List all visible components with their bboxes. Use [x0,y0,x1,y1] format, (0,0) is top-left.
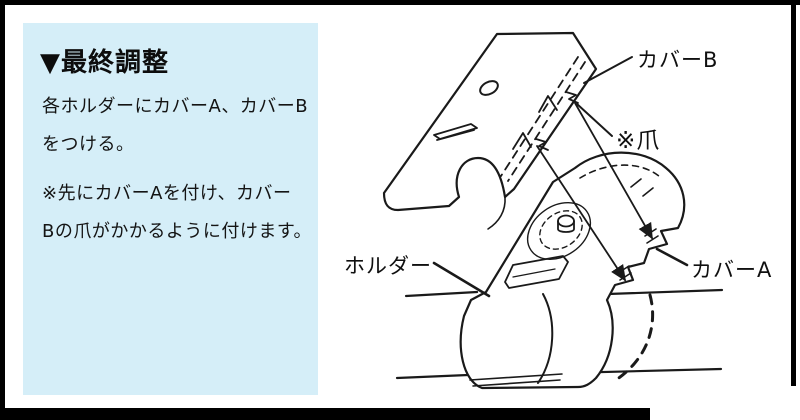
note-line-1: ※先にカバーAを付け、カバー [42,183,292,204]
page-border-bottom [0,408,650,420]
attachment-arrows [536,102,653,282]
final-adjustment-heading: ▼最終調整 [40,48,169,78]
page-border-top [0,0,800,5]
holder-label: ホルダー [344,254,432,278]
holder-drawing [459,151,686,390]
instruction-line-2: をつける。 [42,134,135,155]
instruction-panel [23,23,318,395]
cover-b-drawing [382,31,598,230]
page-border-right [791,0,796,386]
instruction-line-1: 各ホルダーにカバーA、カバーB [42,96,309,117]
label-leader-lines [432,56,689,298]
page-border-left [0,0,5,420]
note-line-2: Bの爪がかかるように付けます。 [42,221,313,242]
cover-a-label: カバーA [691,258,773,282]
pipe-drawing [395,288,724,382]
cover-b-label: カバーB [637,48,719,72]
claw-label: ※爪 [616,128,661,154]
